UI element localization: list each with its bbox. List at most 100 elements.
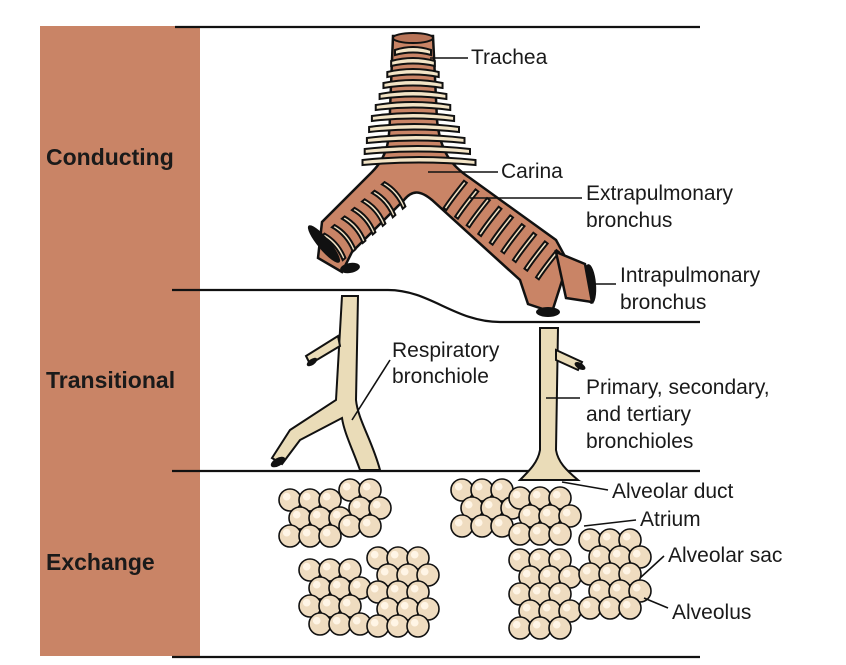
respiratory-bronchiole-left <box>270 295 382 471</box>
alveolus-highlight <box>302 492 311 501</box>
alveolus-highlight <box>410 584 419 593</box>
trachea-and-bronchi <box>307 32 597 317</box>
right-bronchus-branch <box>554 249 594 304</box>
alveolus-highlight <box>494 482 503 491</box>
alveolus-highlight <box>484 500 493 509</box>
cartilage-ring <box>390 57 436 68</box>
conducting-transitional-boundary <box>172 288 700 324</box>
alveolus-highlight <box>512 552 521 561</box>
cartilage-ring <box>370 112 456 123</box>
alveolus-highlight <box>312 580 321 589</box>
alveolus-highlight <box>582 566 591 575</box>
alveolus-highlight <box>582 600 591 609</box>
alveolus-highlight <box>532 490 541 499</box>
zone-label-transitional: Transitional <box>46 367 175 393</box>
alveolus <box>578 596 602 620</box>
alveolus-highlight <box>542 569 551 578</box>
alveolus-highlight <box>522 603 531 612</box>
cartilage-ring <box>378 90 448 101</box>
label-respiratory-bronchiole: Respiratory bronchiole <box>392 339 505 388</box>
alveolus-highlight <box>454 482 463 491</box>
alveolus-highlight <box>612 549 621 558</box>
alveolus-highlight <box>362 518 371 527</box>
alveolus-highlight <box>552 620 561 629</box>
alveolus-highlight <box>582 532 591 541</box>
cartilage-ring <box>368 123 460 134</box>
alveolus-highlight <box>420 601 429 610</box>
label-extrapulmonary-bronchus: Extrapulmonary bronchus <box>586 182 739 232</box>
alveolus-highlight <box>322 528 331 537</box>
alveolus-highlight <box>292 510 301 519</box>
cartilage-ring <box>374 101 452 112</box>
alveolus-highlight <box>592 549 601 558</box>
label-bronchioles: Primary, secondary, and tertiary bronchi… <box>586 376 775 453</box>
zone-band <box>40 26 200 656</box>
alveolus-highlight <box>512 526 521 535</box>
alveolus-highlight <box>522 508 531 517</box>
alveolus-highlight <box>464 500 473 509</box>
cartilage-band <box>465 196 492 229</box>
alveolus <box>338 514 362 538</box>
alveolus-highlight <box>390 618 399 627</box>
label-alveolus: Alveolus <box>672 601 751 624</box>
leader-alveolus <box>643 597 669 609</box>
label-carina: Carina <box>501 160 563 183</box>
alveolus-highlight <box>542 508 551 517</box>
terminal-bronchiole-right <box>517 327 581 481</box>
alveolus <box>548 616 572 640</box>
alveolus-highlight <box>632 549 641 558</box>
cartilage-band <box>523 240 550 273</box>
alveolus <box>328 612 352 636</box>
alveolus-highlight <box>370 618 379 627</box>
leader-respiratory-bronchiole <box>351 359 391 421</box>
alveolus <box>598 596 622 620</box>
alveolus-highlight <box>410 618 419 627</box>
cartilage-band <box>442 179 469 212</box>
alveolus <box>528 616 552 640</box>
alveolus-highlight <box>512 620 521 629</box>
alveolus-highlight <box>532 586 541 595</box>
cartilage-ring <box>394 46 432 57</box>
alveolus-highlight <box>542 603 551 612</box>
alveolus-highlight <box>532 620 541 629</box>
alveolus-highlight <box>632 583 641 592</box>
alveolus-highlight <box>282 492 291 501</box>
cartilage-band <box>380 180 407 211</box>
cartilage-band <box>350 206 377 237</box>
alveolus <box>386 614 410 638</box>
alveolus-highlight <box>370 584 379 593</box>
alveolus-highlight <box>602 566 611 575</box>
alveolus <box>548 522 572 546</box>
alveolus-highlight <box>400 601 409 610</box>
alveolus <box>308 612 332 636</box>
alveolus-highlight <box>474 482 483 491</box>
alveolus-highlight <box>552 552 561 561</box>
label-trachea: Trachea <box>471 46 548 69</box>
trachea-top <box>392 32 434 44</box>
alveoli-clusters <box>278 478 652 640</box>
alveolus-highlight <box>370 550 379 559</box>
alveolus <box>298 524 322 548</box>
alveolus-highlight <box>602 532 611 541</box>
cartilage-ring <box>361 156 477 167</box>
alveolus-highlight <box>332 580 341 589</box>
respiratory-bronchiole-side-branch <box>304 334 342 366</box>
label-alveolar-duct: Alveolar duct <box>612 480 734 503</box>
alveolus-highlight <box>552 490 561 499</box>
leader-atrium <box>583 519 637 527</box>
alveolus-highlight <box>522 569 531 578</box>
alveolus-highlight <box>512 490 521 499</box>
alveolus <box>470 514 494 538</box>
alveolus-highlight <box>372 500 381 509</box>
leader-alveolar-sac <box>639 555 665 579</box>
alveolus-highlight <box>312 616 321 625</box>
alveolus-highlight <box>494 518 503 527</box>
alveolus-highlight <box>342 562 351 571</box>
alveolus <box>278 524 302 548</box>
alveolus-highlight <box>562 508 571 517</box>
cartilage-band <box>370 189 397 219</box>
alveolus-highlight <box>602 600 611 609</box>
bronchiole-tree <box>270 295 586 481</box>
